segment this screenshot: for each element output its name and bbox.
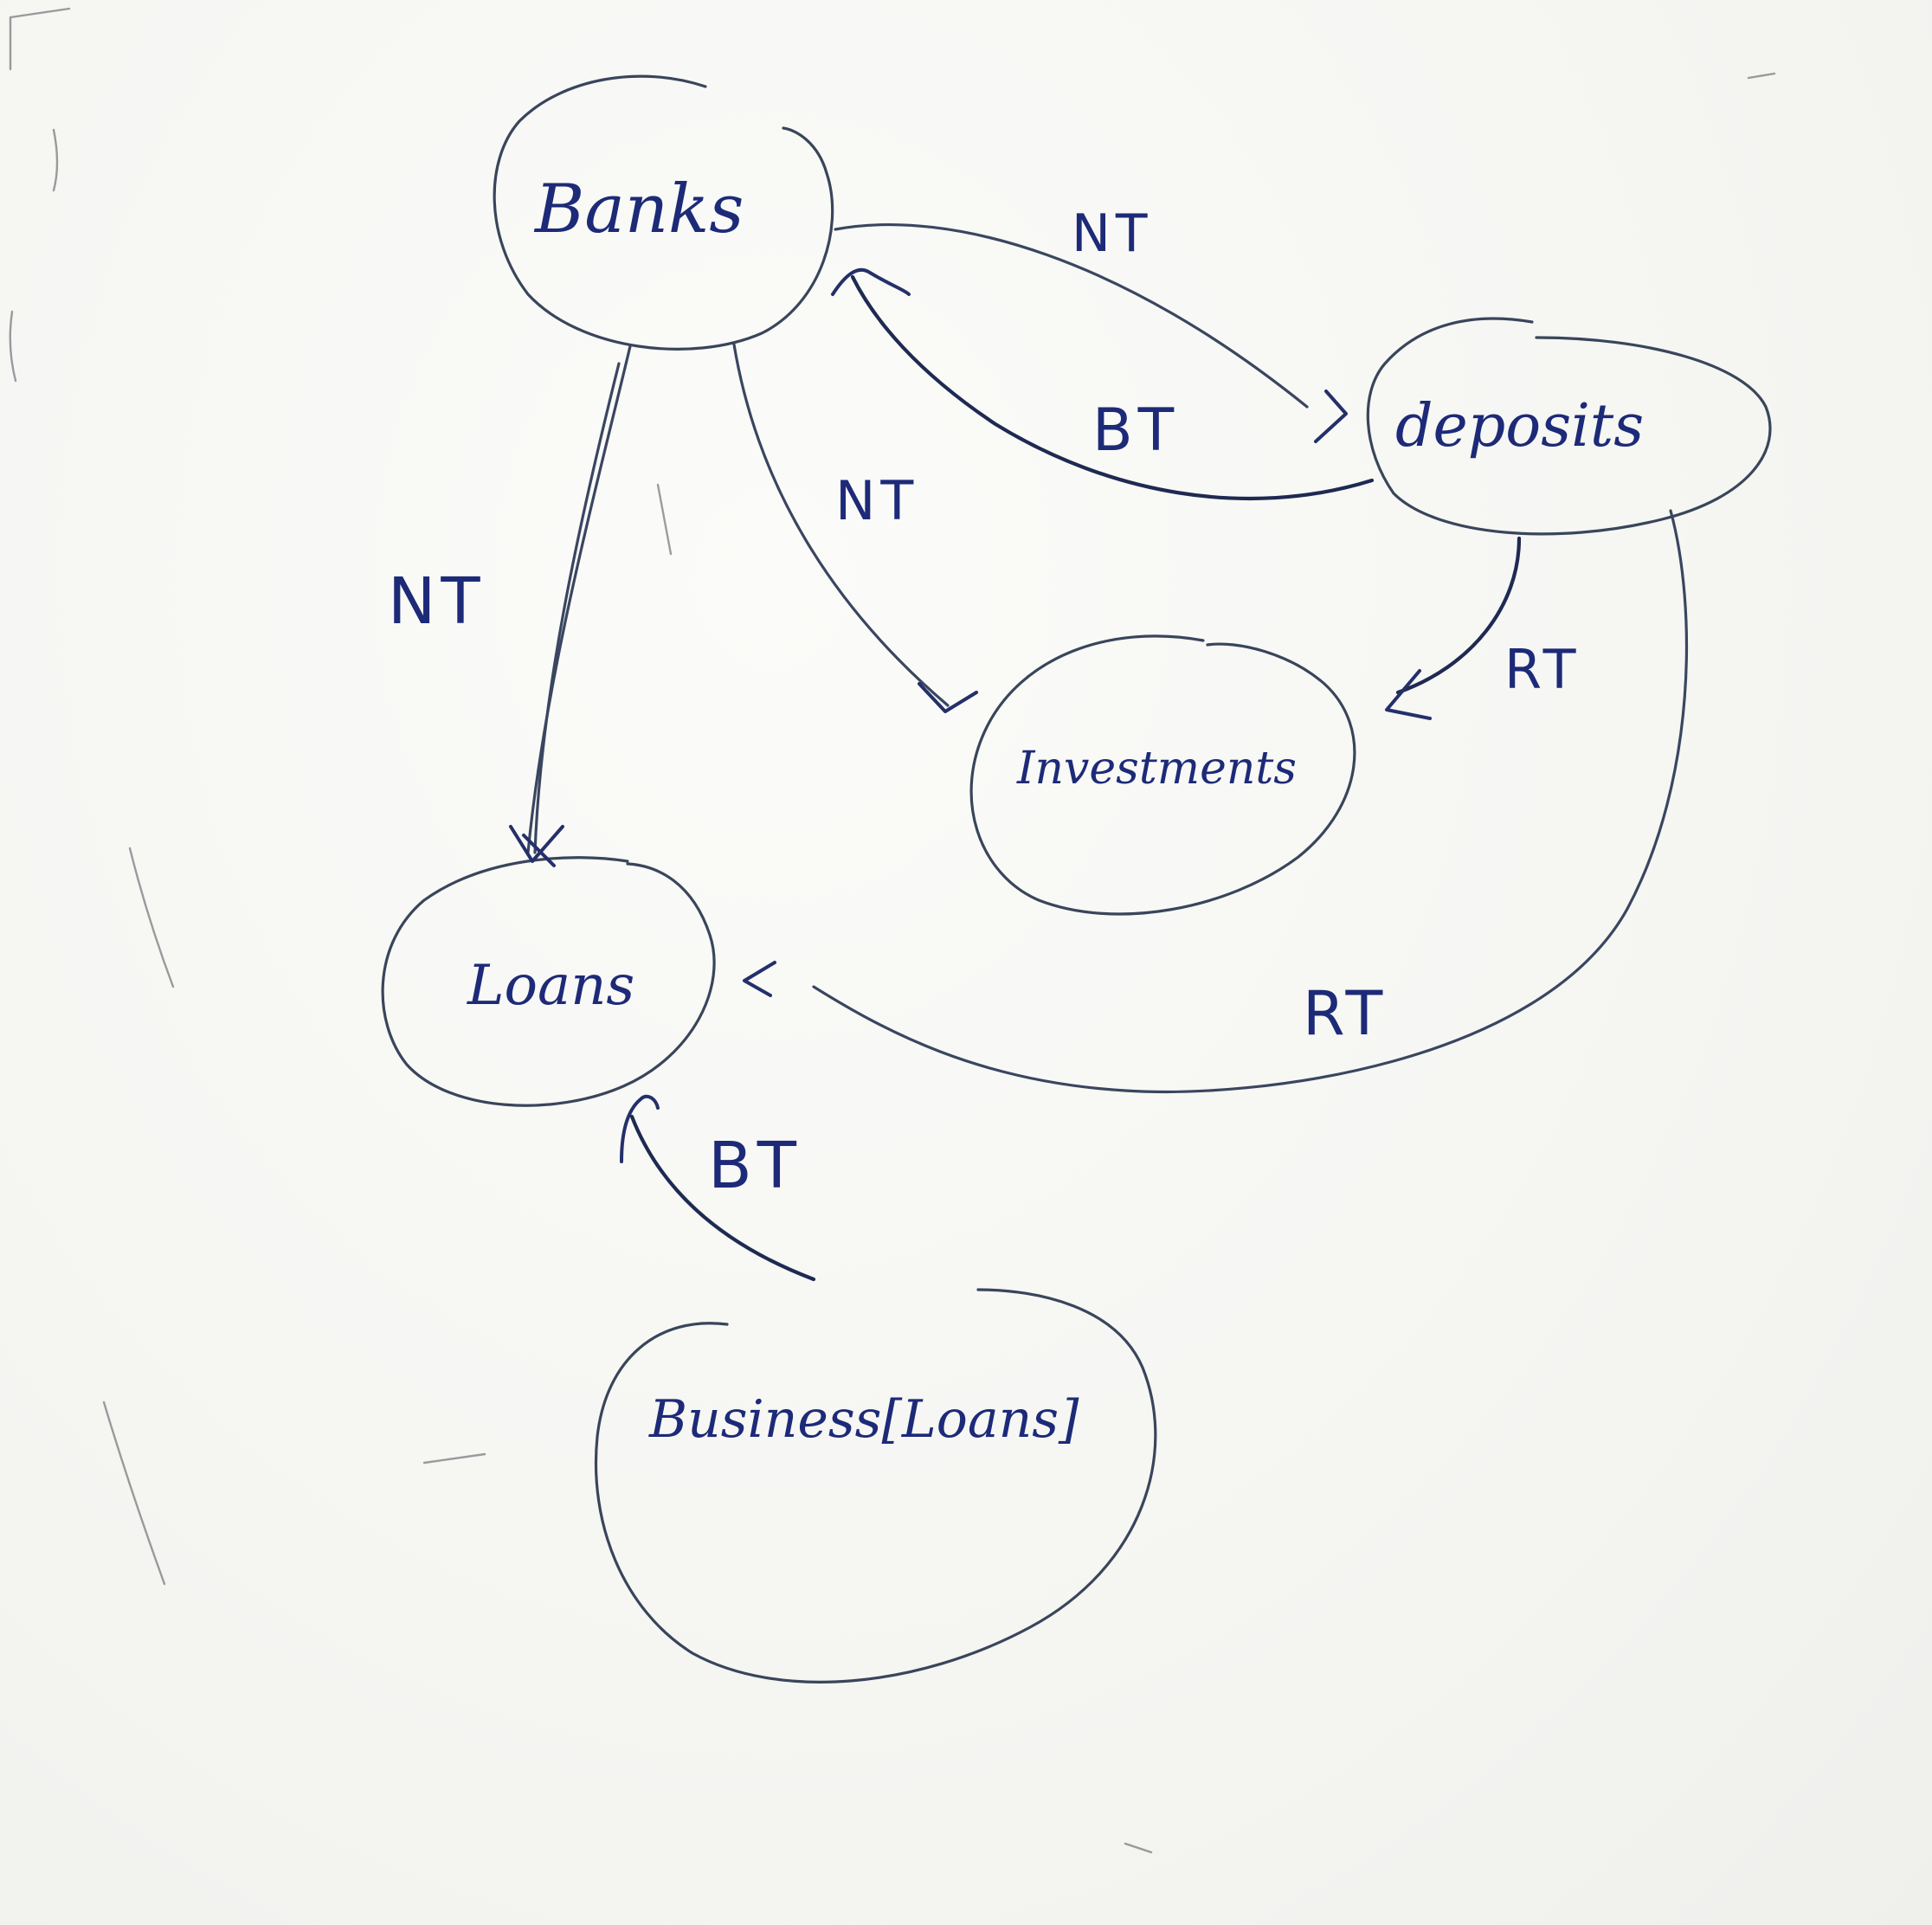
node-deposits-outline (1366, 317, 1772, 536)
edge-banks-to-investments: NT (732, 343, 978, 713)
edge-deposits-to-investments-line (1395, 536, 1522, 695)
node-banks-label: Banks (533, 171, 744, 248)
edge-deposits-to-loans-arrowhead (743, 961, 776, 997)
edge-banks-to-loans-line-1 (526, 344, 632, 854)
node-deposits: deposits (1366, 317, 1772, 536)
edge-banks-to-deposits: NT (834, 203, 1348, 443)
node-investments: Investments (969, 634, 1356, 916)
node-loans-outline (381, 856, 716, 1107)
edge-business-to-loans-line (629, 1114, 816, 1282)
node-loans: Loans (381, 856, 716, 1107)
edge-deposits-to-banks-label: BT (1092, 396, 1179, 465)
edge-deposits-to-loans-label: RT (1303, 978, 1388, 1049)
edge-banks-to-investments-line (732, 343, 950, 707)
edge-business-to-loans-label: BT (708, 1129, 802, 1203)
edge-banks-to-loans: NT (388, 344, 632, 867)
board-marks (9, 7, 1776, 1854)
node-loans-label: Loans (467, 954, 634, 1018)
edge-deposits-to-banks-line (850, 274, 1375, 501)
edge-business-to-loans-arrowhead (620, 1094, 660, 1163)
edge-banks-to-deposits-line (834, 223, 1309, 409)
edge-banks-to-loans-line-2 (533, 362, 621, 854)
edge-banks-to-loans-arrowhead (509, 825, 564, 867)
edge-deposits-to-banks-arrowhead (831, 267, 911, 296)
edge-deposits-to-investments-arrowhead (1385, 669, 1432, 720)
node-banks: Banks (493, 74, 834, 351)
edge-banks-to-deposits-arrowhead (1314, 390, 1348, 443)
node-business-loans-outline (594, 1288, 1157, 1684)
node-business-loans: Business[Loans] (594, 1288, 1157, 1684)
edge-banks-to-investments-label: NT (835, 469, 918, 532)
edge-business-to-loans: BT (620, 1094, 816, 1282)
edge-banks-to-deposits-label: NT (1072, 203, 1153, 264)
edge-deposits-to-loans: RT (743, 509, 1689, 1093)
node-investments-label: Investments (1016, 743, 1297, 795)
node-banks-outline (493, 74, 834, 351)
edge-deposits-to-banks: BT (831, 267, 1375, 501)
edge-deposits-to-investments: RT (1385, 536, 1581, 720)
node-investments-outline (969, 634, 1356, 916)
node-deposits-label: deposits (1395, 392, 1644, 460)
edge-banks-to-loans-label: NT (388, 564, 486, 639)
edge-deposits-to-investments-label: RT (1504, 638, 1581, 701)
edge-banks-to-investments-arrowhead (918, 682, 978, 713)
node-business-loans-label: Business[Loans] (648, 1389, 1079, 1450)
edge-deposits-to-loans-line (812, 509, 1689, 1093)
